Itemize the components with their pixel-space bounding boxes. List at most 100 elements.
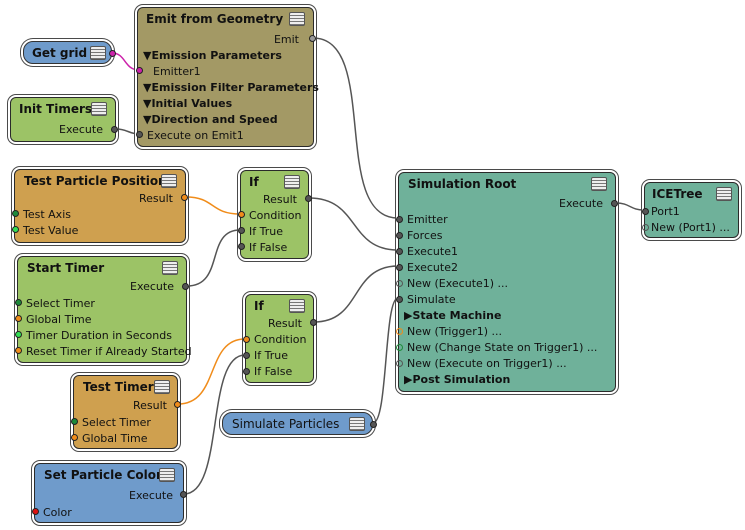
node-menu-icon[interactable]	[162, 261, 178, 275]
input-port[interactable]	[642, 208, 649, 215]
port-group-label[interactable]: ▼Emission Parameters	[143, 49, 282, 62]
get-grid-node[interactable]: Get grid	[23, 41, 116, 64]
input-port[interactable]	[12, 210, 19, 217]
start-timer-node[interactable]: Start Timer Execute Select Timer Global …	[15, 256, 192, 363]
input-port[interactable]	[396, 216, 403, 223]
if-node-2[interactable]: If Result Condition If True If False	[243, 294, 317, 383]
input-port[interactable]	[396, 296, 403, 303]
node-title: Set Particle Color	[44, 468, 162, 482]
if-node-1[interactable]: If Result Condition If True If False	[238, 170, 312, 259]
node-menu-icon[interactable]	[289, 299, 305, 313]
output-label: Execute	[129, 489, 173, 502]
input-port[interactable]	[243, 336, 250, 343]
output-port[interactable]	[180, 491, 187, 498]
output-port[interactable]	[111, 126, 118, 133]
output-port[interactable]	[174, 401, 181, 408]
input-port[interactable]	[15, 315, 22, 322]
port-group-label[interactable]: ▼Emission Filter Parameters	[143, 81, 319, 94]
input-label: Global Time	[26, 313, 92, 326]
input-label: New (Port1) ...	[651, 221, 730, 234]
output-port[interactable]	[370, 421, 377, 428]
output-port[interactable]	[305, 195, 312, 202]
input-port[interactable]	[136, 67, 143, 74]
node-menu-icon[interactable]	[161, 174, 177, 188]
input-port[interactable]	[32, 508, 39, 515]
wire-if1-execute1	[308, 197, 399, 251]
output-port[interactable]	[109, 50, 116, 57]
emit-from-geometry-node[interactable]: Emit from Geometry Emit ▼Emission Parame…	[136, 7, 319, 147]
input-port[interactable]	[15, 299, 22, 306]
input-port[interactable]	[396, 280, 403, 287]
node-menu-icon[interactable]	[154, 380, 170, 394]
port-group-label[interactable]: ▼Initial Values	[143, 97, 233, 110]
input-port[interactable]	[396, 264, 403, 271]
output-label: Result	[133, 399, 167, 412]
input-port[interactable]	[15, 347, 22, 354]
group-label: Emission Filter Parameters	[151, 81, 319, 94]
set-particle-color-node[interactable]: Set Particle Color Execute Color	[32, 463, 187, 523]
output-label: Result	[139, 192, 173, 205]
test-particle-position-node[interactable]: Test Particle Position Result Test Axis …	[12, 169, 188, 243]
node-menu-icon[interactable]	[284, 175, 300, 189]
icetree-node[interactable]: ICETree Port1 New (Port1) ...	[642, 182, 739, 238]
input-port[interactable]	[396, 360, 403, 367]
node-menu-icon[interactable]	[591, 177, 607, 191]
output-label: Execute	[59, 123, 103, 136]
input-label: Forces	[407, 229, 443, 242]
simulate-particles-node[interactable]: Simulate Particles	[222, 412, 377, 435]
input-port[interactable]	[238, 243, 245, 250]
input-port[interactable]	[15, 331, 22, 338]
input-label: Reset Timer if Already Started	[26, 345, 192, 358]
input-label: Select Timer	[82, 416, 151, 429]
simulation-root-node[interactable]: Simulation Root Execute Emitter Forces E…	[396, 172, 618, 392]
input-label: New (Change State on Trigger1) ...	[407, 341, 598, 354]
input-port[interactable]	[71, 434, 78, 441]
input-port[interactable]	[642, 224, 649, 231]
input-label: If True	[254, 349, 288, 362]
input-port[interactable]	[396, 328, 403, 335]
output-port[interactable]	[181, 194, 188, 201]
output-port[interactable]	[309, 35, 316, 42]
input-port[interactable]	[12, 226, 19, 233]
input-port[interactable]	[136, 131, 143, 138]
output-label: Execute	[130, 280, 174, 293]
output-port[interactable]	[310, 319, 317, 326]
output-label: Execute	[559, 197, 603, 210]
output-port[interactable]	[611, 200, 618, 207]
wire-simulate-simulate	[372, 297, 399, 424]
input-label: If False	[249, 241, 288, 254]
node-menu-icon[interactable]	[90, 46, 106, 60]
test-timer-node[interactable]: Test Timer Result Select Timer Global Ti…	[71, 375, 181, 449]
node-title: If	[249, 175, 259, 189]
node-menu-icon[interactable]	[289, 12, 305, 26]
input-port[interactable]	[396, 232, 403, 239]
port-group-label[interactable]: ▼Direction and Speed	[143, 113, 278, 126]
input-port[interactable]	[243, 368, 250, 375]
input-label: Emitter1	[153, 65, 201, 78]
node-menu-icon[interactable]	[159, 468, 175, 482]
input-port[interactable]	[243, 352, 250, 359]
input-label: Global Time	[82, 432, 148, 445]
init-timers-node[interactable]: Init Timers Execute	[10, 97, 118, 142]
node-menu-icon[interactable]	[91, 102, 107, 116]
node-title: Test Particle Position	[24, 174, 167, 188]
group-label: Post Simulation	[412, 373, 511, 386]
node-menu-icon[interactable]	[716, 187, 732, 201]
input-label: Simulate	[407, 293, 456, 306]
input-label: New (Trigger1) ...	[407, 325, 502, 338]
output-port[interactable]	[182, 283, 189, 290]
input-port[interactable]	[238, 211, 245, 218]
input-label: Execute2	[407, 261, 458, 274]
port-group-label[interactable]: ▶State Machine	[404, 309, 502, 322]
input-port[interactable]	[238, 227, 245, 234]
input-port[interactable]	[71, 418, 78, 425]
wire-if2-execute2	[313, 265, 399, 323]
group-label: Emission Parameters	[151, 49, 282, 62]
node-menu-icon[interactable]	[349, 417, 365, 431]
port-group-label[interactable]: ▶Post Simulation	[404, 373, 511, 386]
input-port[interactable]	[396, 344, 403, 351]
node-title: Get grid	[32, 46, 88, 60]
input-port[interactable]	[396, 248, 403, 255]
group-label: State Machine	[412, 309, 502, 322]
node-title: Simulation Root	[408, 177, 517, 191]
